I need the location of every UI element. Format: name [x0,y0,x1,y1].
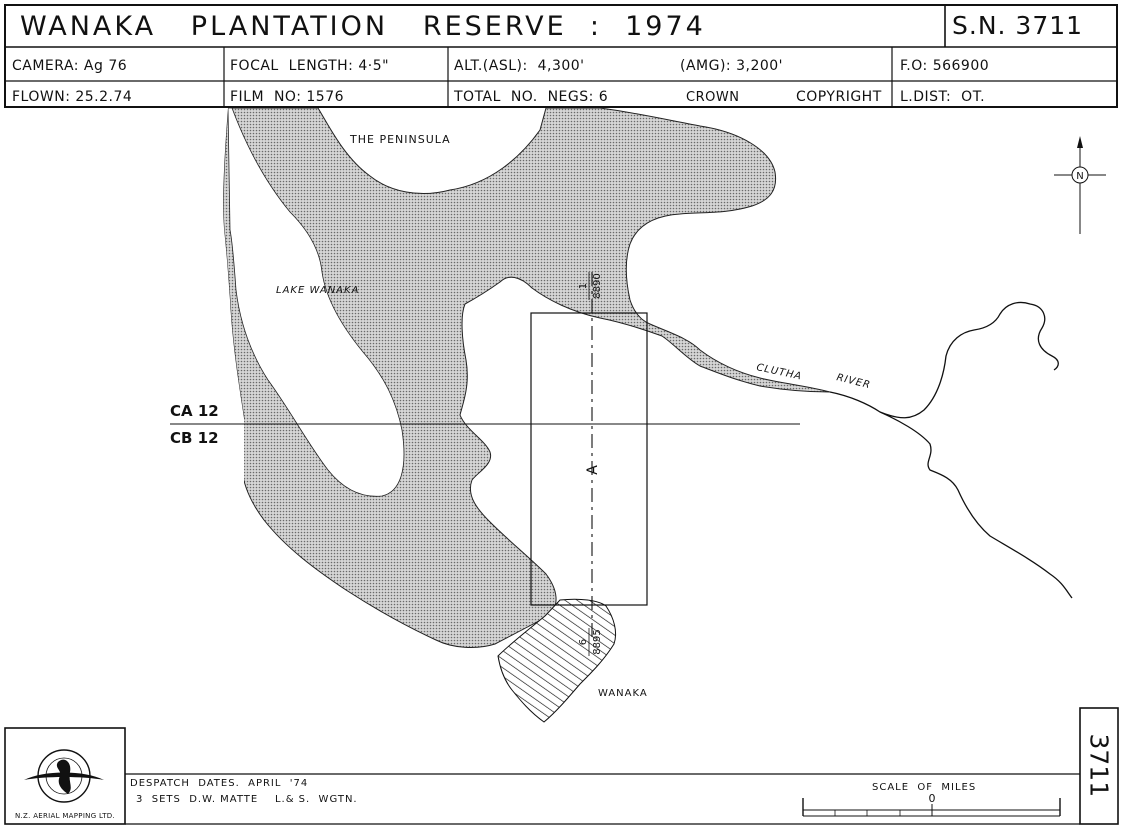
frame-number-top: 1 8890 [578,272,603,300]
scale-zero-label: 0 [929,792,936,805]
company-logo [24,749,104,803]
north-arrow-label: N [1076,171,1083,182]
logo-caption: N.Z. AERIAL MAPPING LTD. [14,812,115,820]
copyright-label: COPYRIGHT [796,89,882,105]
north-arrow: N [1054,136,1106,234]
label-river: RIVER [835,372,872,391]
frame-number-bottom: 6 8895 [578,628,603,656]
photo-coverage-frame [530,312,648,606]
side-sortie-number: 3711 [1084,733,1114,798]
label-the-peninsula: THE PENINSULA [349,133,451,146]
film-number-info: FILM NO: 1576 [230,89,345,105]
landing-distance-info: L.DIST: OT. [900,89,986,105]
lake-wanaka-water [222,107,831,648]
header-grid [4,4,1118,108]
sortie-number: S.N. 3711 [952,11,1084,40]
scale-bar [802,798,1061,817]
label-wanaka-town: WANAKA [598,688,648,699]
scale-title: SCALE OF MILES [872,782,977,793]
camera-info: CAMERA: Ag 76 [12,58,128,74]
label-run-a: A [585,465,601,475]
lake-island [227,107,405,497]
svg-text:8890: 8890 [592,273,603,298]
label-lake-wanaka: LAKE WANAKA [276,285,359,296]
wanaka-township [497,598,617,723]
strip-label-ca12: CA 12 [170,402,219,420]
despatch-sets: 3 SETS D.W. MATTE L.& S. WGTN. [136,794,358,805]
svg-text:6: 6 [578,639,589,645]
altitude-asl-info: ALT.(ASL): 4,300' [454,58,585,74]
map-title: WANAKA PLANTATION RESERVE : 1974 [20,11,706,42]
despatch-dates: DESPATCH DATES. APRIL '74 [130,778,309,789]
fo-number-info: F.O: 566900 [900,58,990,74]
strip-label-cb12: CB 12 [170,429,219,447]
svg-text:1: 1 [578,283,589,289]
clutha-river [829,301,1073,599]
total-negs-info: TOTAL NO. NEGS: 6 [454,89,609,105]
flown-date-info: FLOWN: 25.2.74 [12,89,133,105]
svg-text:8895: 8895 [592,629,603,654]
altitude-amg-info: (AMG): 3,200' [680,58,784,74]
footer-grid [4,707,1119,825]
crown-label: CROWN [686,90,740,105]
focal-length-info: FOCAL LENGTH: 4·5" [230,58,390,74]
